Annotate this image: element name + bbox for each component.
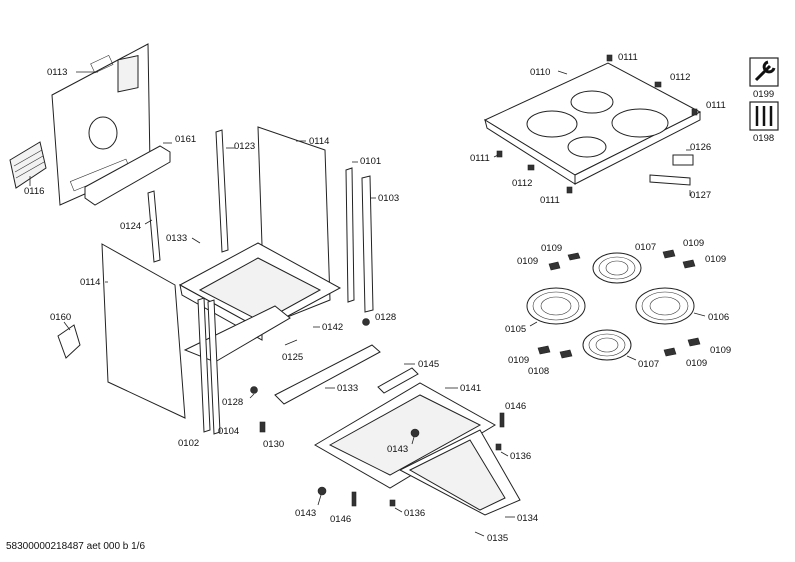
heating-element-0105: [526, 287, 586, 325]
front-rail-0102: [197, 297, 211, 433]
terminal-block: [649, 154, 694, 186]
side-rail-0124: [147, 190, 161, 263]
label-0160: 0160: [50, 312, 71, 323]
label-0112-b: 0112: [512, 178, 532, 189]
label-0141: 0141: [460, 383, 481, 394]
clip-0136-a: [495, 443, 502, 451]
label-0114-a: 0114: [309, 136, 329, 147]
side-panel-front: [101, 243, 186, 419]
label-0133-b: 0133: [337, 383, 358, 394]
clip-0109-a: [567, 252, 581, 261]
label-0113: 0113: [47, 67, 67, 78]
label-0199: 0199: [753, 89, 774, 100]
label-0128-a: 0128: [375, 312, 396, 323]
label-0142: 0142: [322, 322, 343, 333]
label-0111-a: 0111: [618, 52, 638, 63]
clip-0111-a: [606, 54, 613, 62]
label-0114-b: 0114: [80, 277, 100, 288]
label-0136-a: 0136: [510, 451, 531, 462]
wrench-icon: [749, 57, 779, 87]
label-0123: 0123: [234, 141, 255, 152]
label-0110: 0110: [530, 67, 550, 78]
label-0109-a: 0109: [541, 243, 562, 254]
label-0198: 0198: [753, 133, 774, 144]
clip-0109-f: [663, 347, 677, 357]
label-0111-d: 0111: [540, 195, 560, 206]
label-0135: 0135: [487, 533, 508, 544]
heating-element-0107-b: [582, 329, 632, 361]
label-0101: 0101: [360, 156, 381, 167]
label-0133-a: 0133: [166, 233, 187, 244]
label-0128-b: 0128: [222, 397, 243, 408]
label-0136-b: 0136: [404, 508, 425, 519]
label-0161: 0161: [175, 134, 196, 145]
clip-0109-g: [687, 337, 701, 347]
screw-0130: [259, 421, 266, 433]
label-0125: 0125: [282, 352, 303, 363]
foot-0146-a: [499, 412, 505, 428]
clip-0112-a: [654, 81, 662, 88]
label-0105: 0105: [505, 324, 526, 335]
label-0109-g: 0109: [710, 345, 731, 356]
label-0109-f: 0109: [686, 358, 707, 369]
label-0143-b: 0143: [295, 508, 316, 519]
clip-0111-b: [691, 108, 698, 116]
hinge: [57, 324, 81, 359]
heating-element-0106: [635, 287, 695, 325]
label-0116: 0116: [24, 186, 44, 197]
label-0143-a: 0143: [387, 444, 408, 455]
label-0145: 0145: [418, 359, 439, 370]
label-0127: 0127: [690, 190, 711, 201]
nut-0128-a: [362, 318, 370, 326]
label-0107-a: 0107: [635, 242, 656, 253]
label-0130: 0130: [263, 439, 284, 450]
element-0108: [559, 349, 573, 359]
label-0146-b: 0146: [330, 514, 351, 525]
clip-0111-c: [496, 150, 503, 158]
front-rail-0103: [361, 175, 374, 313]
clip-0109-e: [537, 345, 551, 355]
label-0126: 0126: [690, 142, 711, 153]
label-0109-b: 0109: [517, 256, 538, 267]
adjuster-0143-b: [317, 486, 327, 496]
front-rail-0101: [345, 167, 355, 303]
document-code: 58300000218487 aet 000 b 1/6: [6, 541, 146, 552]
clip-0136-b: [389, 499, 396, 507]
clip-0112-b: [527, 164, 535, 171]
label-0146-a: 0146: [505, 401, 526, 412]
front-rail-0104: [207, 299, 221, 435]
label-0112-a: 0112: [670, 72, 690, 83]
clip-0111-d: [566, 186, 573, 194]
cross-bracket: [84, 145, 171, 206]
clip-0109-d: [682, 259, 696, 269]
label-0108: 0108: [528, 366, 549, 377]
heating-element-0107-a: [592, 252, 642, 284]
label-0103: 0103: [378, 193, 399, 204]
label-0109-c: 0109: [683, 238, 704, 249]
nut-0128-b: [250, 386, 258, 394]
adjuster-0143-a: [410, 428, 420, 438]
vent-grille: [9, 141, 47, 189]
label-0104: 0104: [218, 426, 239, 437]
clip-0109-b: [548, 261, 561, 271]
bracket-0145: [377, 367, 419, 394]
label-0124: 0124: [120, 221, 141, 232]
brace-0133: [274, 344, 381, 405]
tools-icon: [749, 101, 779, 131]
label-0111-c: 0111: [470, 153, 490, 164]
ceramic-hob-top: [483, 62, 702, 185]
label-0106: 0106: [708, 312, 729, 323]
foot-0146-b: [351, 491, 357, 507]
base-frame: [314, 382, 521, 516]
label-0109-e: 0109: [508, 355, 529, 366]
label-0134: 0134: [517, 513, 538, 524]
label-0102: 0102: [178, 438, 199, 449]
label-0111-b: 0111: [706, 100, 726, 111]
clip-0109-c: [662, 249, 676, 259]
label-0109-d: 0109: [705, 254, 726, 265]
label-0107-b: 0107: [638, 359, 659, 370]
side-rail-0123: [215, 129, 229, 253]
